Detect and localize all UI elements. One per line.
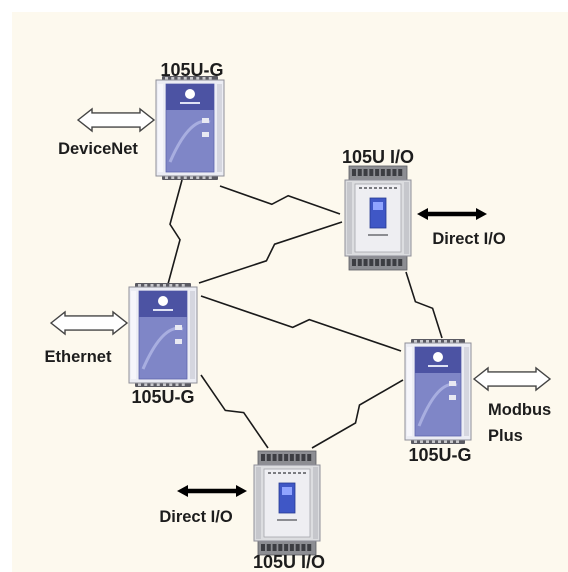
io-device-io-top: [344, 165, 412, 271]
direct-io-bottom-arrow-icon: [177, 485, 247, 497]
radio-link-gw-left-to-io-bottom: [200, 374, 269, 449]
interface-arrows: [49, 107, 552, 497]
ethernet-arrow-icon: [49, 310, 129, 336]
gw-top-label: 105U-G: [160, 60, 223, 80]
radio-link-gw-top-to-io-top: [219, 185, 341, 215]
modbus-plus-arrow-icon: [472, 366, 552, 392]
devicenet-label: DeviceNet: [58, 140, 138, 158]
radio-links: [167, 179, 443, 449]
direct-io-top-label: Direct I/O: [432, 230, 506, 248]
radio-link-gw-left-to-io-top: [198, 221, 343, 284]
elpro-logo-icon: [158, 296, 168, 306]
elpro-logo-icon: [185, 89, 195, 99]
elpro-logo-icon: [433, 352, 443, 362]
gateway-device-gw-left: [128, 283, 198, 387]
modbus-label-line2: Plus: [488, 427, 523, 445]
gateway-device-gw-top: [155, 76, 225, 180]
modbus-label-line1: Modbus: [488, 401, 551, 419]
radio-link-gw-right-to-io-bottom: [311, 379, 404, 449]
direct-io-bottom-label: Direct I/O: [159, 508, 233, 526]
io-device-io-bottom: [253, 450, 321, 556]
direct-io-top-arrow-icon: [417, 208, 487, 220]
devices: [128, 76, 472, 556]
radio-link-gw-left-to-gw-right: [200, 295, 402, 352]
gw-right-label: 105U-G: [408, 445, 471, 465]
gw-left-label: 105U-G: [131, 387, 194, 407]
devicenet-arrow-icon: [76, 107, 156, 133]
ethernet-label: Ethernet: [45, 348, 112, 366]
io-top-label: 105U I/O: [342, 147, 414, 167]
io-bottom-label: 105U I/O: [253, 552, 325, 572]
gateway-device-gw-right: [404, 339, 472, 444]
radio-link-io-top-to-gw-right: [405, 271, 443, 339]
radio-link-gw-top-to-gw-left: [167, 179, 183, 285]
